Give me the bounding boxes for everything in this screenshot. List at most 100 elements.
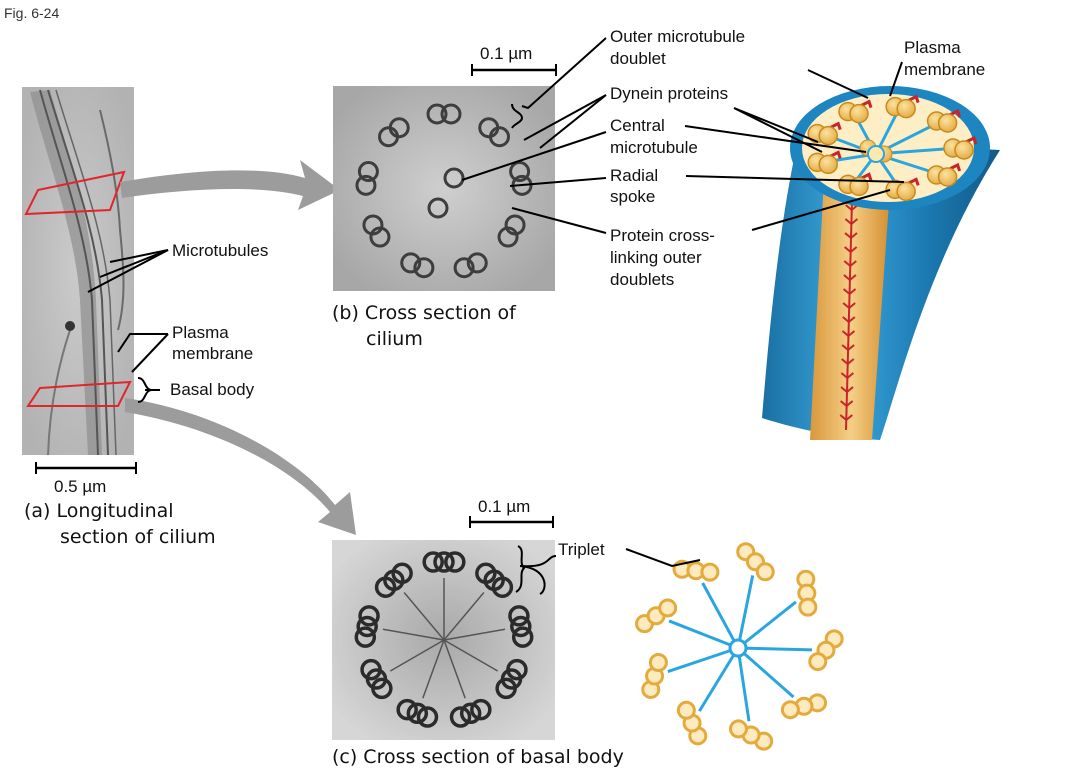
triplet-tubule xyxy=(808,652,828,672)
dynein-y-mark xyxy=(841,358,855,366)
dynein-y-mark xyxy=(842,316,856,324)
em-spoke xyxy=(389,639,445,672)
caption-a-line1: (a) Longitudinal xyxy=(24,500,174,522)
em-doublet-ring xyxy=(453,257,475,279)
scale-bar-c xyxy=(469,516,554,528)
dynein-arm xyxy=(907,94,920,104)
basal-spoke xyxy=(667,646,739,673)
basal-spoke xyxy=(736,647,751,722)
scale-label-c: 0.1 µm xyxy=(478,497,531,516)
scale-bar-b xyxy=(471,64,557,76)
caption-c: (c) Cross section of basal body xyxy=(332,746,624,768)
outer-doublet-tubule xyxy=(818,154,838,175)
pointer-lines xyxy=(87,37,905,595)
em-triplet-ring xyxy=(449,706,472,728)
label-basal-body: Basal body xyxy=(170,380,255,399)
em-triplet-ring xyxy=(358,605,380,627)
em-doublet-ring xyxy=(488,126,510,148)
dynein-y-mark xyxy=(840,386,854,394)
dynein-y-mark xyxy=(844,246,858,254)
caption-b-line1: (b) Cross section of xyxy=(332,302,516,324)
em-triplet-ring xyxy=(422,551,444,573)
outer-doublet-tubule xyxy=(937,113,958,133)
dynein-y-mark xyxy=(841,330,856,338)
arrow-to-panel-c xyxy=(125,398,356,535)
em-doublet-ring xyxy=(466,252,488,274)
dynein-y-mark xyxy=(843,274,857,282)
em-triplet-ring xyxy=(511,626,534,648)
dynein-y-mark xyxy=(842,288,857,296)
dynein-y-mark xyxy=(844,232,858,240)
em-doublet-ring xyxy=(440,103,462,125)
label-triplet: Triplet xyxy=(558,540,605,559)
outer-doublet-tubule xyxy=(937,167,958,187)
dynein-arm xyxy=(965,135,978,145)
em-triplet-ring xyxy=(406,702,429,725)
label-plasma-membrane-a-2: membrane xyxy=(172,344,254,363)
em-triplet-ring xyxy=(391,562,413,585)
scale-bar-a xyxy=(35,462,137,474)
outer-doublet-tubule xyxy=(818,125,838,146)
label-plasma-membrane-a-1: Plasma xyxy=(172,323,229,342)
triplet-tubule xyxy=(780,700,800,720)
basal-spoke xyxy=(698,647,740,712)
em-triplet-ring xyxy=(510,615,532,638)
triplet-tubule xyxy=(658,598,678,618)
label-cross-1: Protein cross- xyxy=(610,226,715,245)
em-triplet-ring xyxy=(459,702,482,725)
label-microtubules: Microtubules xyxy=(172,241,269,260)
em-doublet-ring xyxy=(357,161,379,183)
basal-spoke xyxy=(737,646,813,652)
outer-doublet-tubule xyxy=(896,98,916,119)
triplet-tubule xyxy=(676,700,696,720)
figure-label: Fig. 6-24 xyxy=(4,5,60,21)
em-spoke xyxy=(403,592,445,641)
em-doublet-ring xyxy=(388,117,410,139)
basal-spoke xyxy=(737,646,795,699)
dynein-y-mark xyxy=(841,344,855,352)
em-doublet-ring xyxy=(362,214,384,236)
label-central-1: Central xyxy=(610,116,665,135)
em-spoke xyxy=(443,639,499,672)
em-doublet-ring xyxy=(426,103,448,125)
panel-c-micrograph xyxy=(332,540,555,740)
em-spoke xyxy=(382,628,445,641)
cilium-illustration xyxy=(762,86,1000,440)
outer-doublet-tubule xyxy=(954,140,974,160)
dynein-arm xyxy=(948,162,962,172)
triplet-tubule xyxy=(648,653,668,673)
em-triplet-ring xyxy=(491,576,514,598)
basal-spoke xyxy=(736,575,755,649)
outer-doublet-tubule xyxy=(896,181,916,202)
dynein-arm xyxy=(860,172,873,181)
label-dynein: Dynein proteins xyxy=(610,84,729,103)
dynein-y-mark xyxy=(840,372,855,380)
dynein-y-mark xyxy=(844,218,859,226)
label-radial-1: Radial xyxy=(610,166,659,185)
em-triplet-ring xyxy=(470,698,492,721)
outer-doublet-tubule xyxy=(849,103,869,124)
dynein-y-mark xyxy=(842,302,856,310)
dynein-arm xyxy=(907,177,920,186)
em-doublet-ring xyxy=(497,226,519,248)
triplet-tubule xyxy=(755,562,775,582)
label-cross-3: doublets xyxy=(610,270,675,289)
dynein-arm xyxy=(860,99,873,109)
dynein-arm xyxy=(948,108,962,118)
dynein-y-mark xyxy=(839,414,853,422)
em-spoke xyxy=(443,628,506,641)
em-doublet-ring xyxy=(355,174,377,196)
basal-body-illustration xyxy=(635,542,844,751)
label-plasma-membrane-b-2: membrane xyxy=(904,60,986,79)
scale-label-b: 0.1 µm xyxy=(480,44,533,63)
caption-b-line2: cilium xyxy=(366,328,423,350)
triplet-tubule xyxy=(728,719,748,739)
label-plasma-membrane-b-1: Plasma xyxy=(904,38,961,57)
em-doublet-ring xyxy=(413,257,435,279)
section-box-cilium xyxy=(24,170,126,216)
scale-label-a: 0.5 µm xyxy=(54,477,107,496)
em-triplet-ring xyxy=(416,706,439,728)
triplet-tubule xyxy=(798,597,818,617)
